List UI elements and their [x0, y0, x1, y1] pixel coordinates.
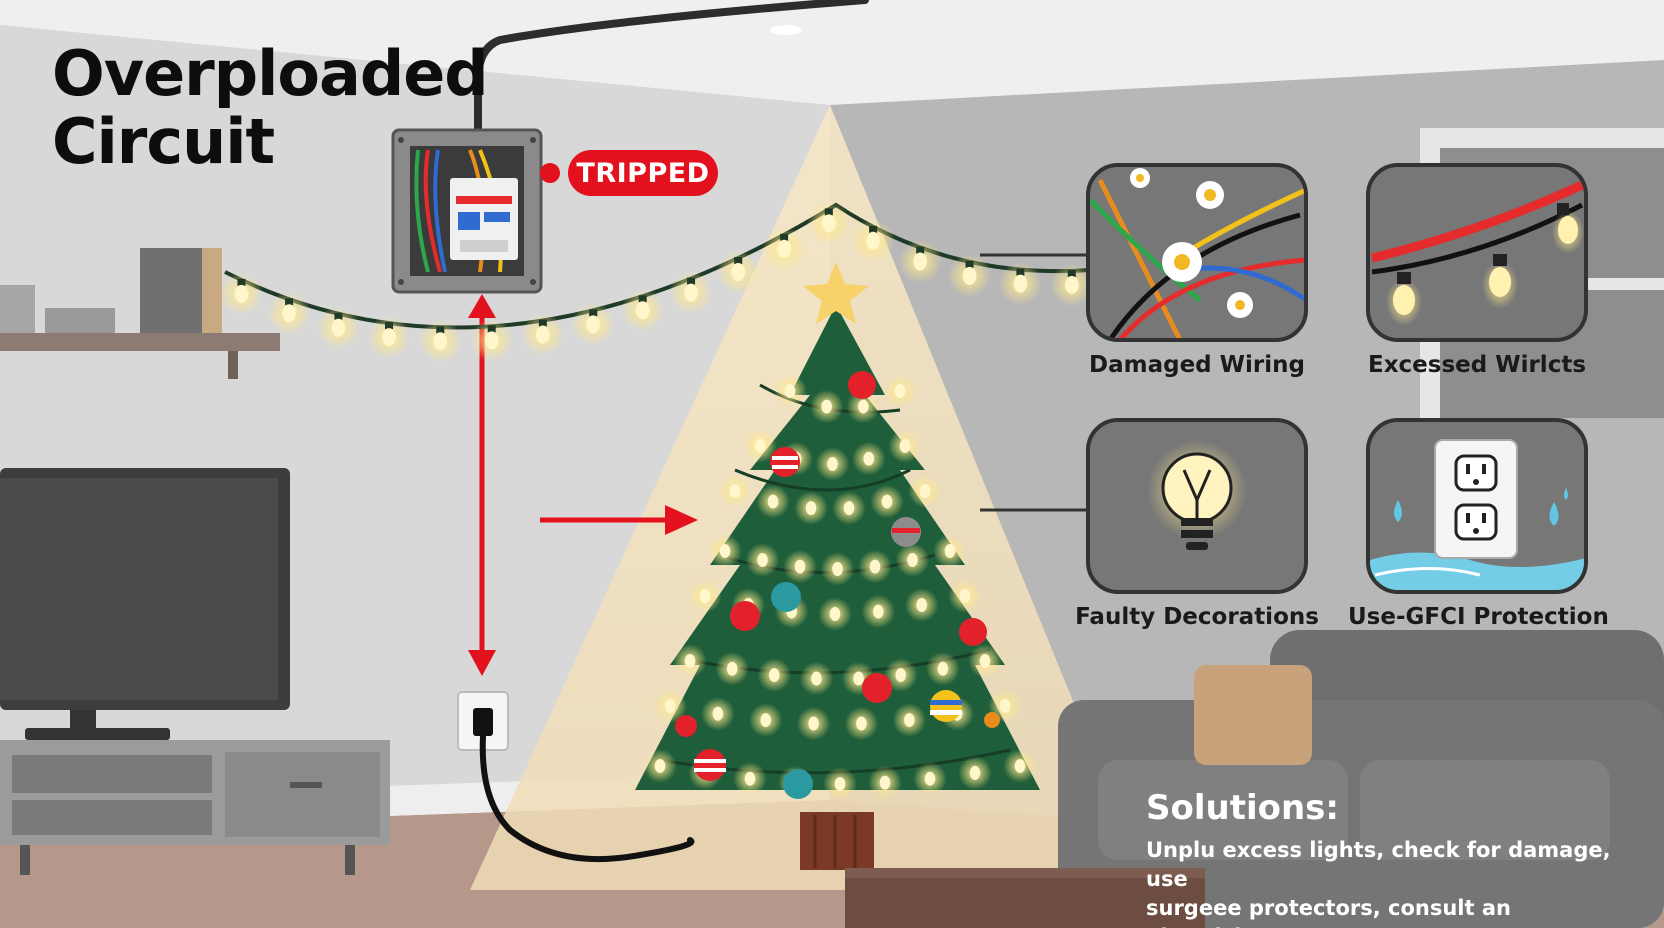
shelf-bracket — [228, 351, 238, 379]
title-line-1: Overploaded — [52, 37, 489, 110]
breaker-panel — [391, 128, 543, 294]
cushion — [1194, 665, 1312, 765]
tv-display — [0, 478, 278, 700]
tree-star — [803, 262, 869, 324]
shelf-book — [202, 248, 222, 333]
cabinet-shelf — [12, 800, 212, 835]
drawer-handle — [290, 782, 322, 788]
cabinet-leg — [20, 845, 30, 875]
solutions-line-2: surgeee protectors, consult an electrici… — [1146, 896, 1511, 928]
solutions-heading: Solutions: — [1146, 788, 1340, 828]
coffee-table-top — [845, 868, 1205, 878]
card-label-damaged-wiring: Damaged Wiring — [1089, 352, 1305, 378]
card-faulty-decorations — [1086, 418, 1308, 594]
extension-cord — [479, 733, 695, 863]
solutions-panel: Solutions: Unplu excess lights, check fo… — [1146, 790, 1646, 928]
card-label-faulty-decorations: Faulty Decorations — [1075, 604, 1319, 630]
cabinet-drawer — [225, 752, 380, 837]
ceiling-light — [770, 25, 802, 35]
cabinet-leg — [345, 845, 355, 875]
card-gfci-protection — [1366, 418, 1588, 594]
wall-shelf — [0, 333, 280, 351]
ornaments — [675, 371, 1000, 799]
shelf-box — [0, 285, 35, 333]
sofa — [1058, 630, 1664, 928]
shelf-book — [140, 248, 202, 333]
card-label-gfci-protection: Use-GFCI Protection — [1348, 604, 1609, 630]
status-indicator-dot — [540, 163, 560, 183]
conduit-cable — [474, 0, 869, 134]
string-bulbs — [219, 201, 1094, 363]
card-label-excessed-lights: Excessed Wirlcts — [1367, 352, 1587, 378]
title-line-2: Circuit — [52, 105, 275, 178]
tv-stand-base — [25, 728, 170, 740]
cabinet-shelf — [12, 755, 212, 793]
shelf-box — [45, 308, 115, 333]
ceiling — [0, 0, 1664, 105]
card-damaged-wiring — [1086, 163, 1308, 342]
solutions-line-1: Unplu excess lights, check for damage, u… — [1146, 838, 1611, 891]
plug — [473, 708, 493, 736]
tv-stand-neck — [70, 710, 96, 730]
page-title: Overploaded Circuit — [52, 37, 489, 178]
status-badge: TRIPPED — [568, 150, 718, 196]
card-excessed-lights — [1366, 163, 1588, 342]
fault-arrows — [468, 294, 698, 676]
